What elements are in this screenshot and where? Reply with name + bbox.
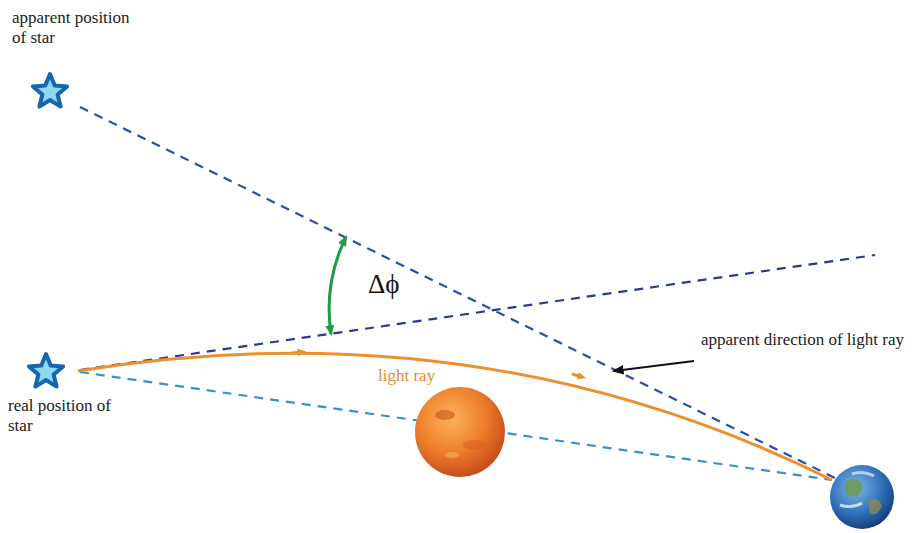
apparent-direction-line: [80, 107, 835, 478]
star-label: real position of star: [8, 396, 113, 437]
angle-arc: [329, 237, 346, 334]
direct-line: [80, 372, 832, 480]
ray-arrowhead: [292, 352, 302, 353]
ray-label: light ray: [378, 366, 435, 386]
pointer-arrow: [614, 361, 694, 371]
callout-label: apparent direction of light ray: [700, 330, 905, 350]
sun-picture: [415, 387, 505, 477]
ray-arrowhead: [572, 374, 582, 377]
star-symbol: [29, 354, 63, 387]
angle-label: Δϕ: [368, 268, 400, 300]
earth-picture: [830, 465, 894, 529]
light-ray-curve: [78, 353, 832, 480]
true-direction-line: [80, 255, 875, 370]
star-symbol: [33, 74, 67, 107]
star-label: apparent position of star: [12, 8, 147, 49]
